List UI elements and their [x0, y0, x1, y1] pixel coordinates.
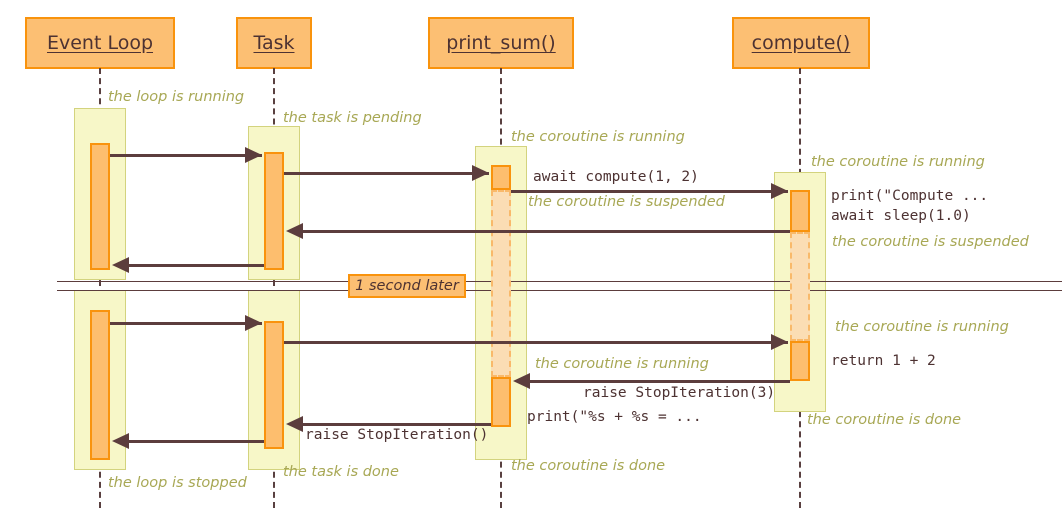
activation-event-loop-2 [90, 310, 110, 460]
message-line-m10 [118, 440, 264, 443]
arrowhead-m3 [771, 183, 788, 199]
activation-compute-1 [790, 190, 810, 232]
activation-task-2 [264, 321, 284, 449]
activation-print-sum-2 [491, 377, 511, 427]
code-label-print-compute: print("Compute ... [831, 188, 989, 204]
delay-divider-line-bottom [57, 290, 1062, 291]
message-line-m7 [284, 341, 788, 344]
message-line-m2 [284, 172, 489, 175]
state-note-compute-suspended: the coroutine is suspended [832, 234, 1029, 250]
code-label-raise-stopiteration: raise StopIteration() [305, 427, 489, 443]
arrowhead-m5 [112, 257, 129, 273]
message-line-m6 [110, 322, 262, 325]
message-line-m1 [110, 154, 262, 157]
state-note-loop-running: the loop is running [108, 89, 245, 105]
participant-label-compute: compute() [751, 32, 851, 54]
participant-label-event-loop: Event Loop [46, 32, 154, 54]
state-note-loop-stopped: the loop is stopped [108, 475, 247, 491]
arrowhead-m4 [286, 223, 303, 239]
message-line-m3 [511, 190, 788, 193]
delay-divider-box: 1 second later [348, 274, 466, 298]
arrowhead-m2 [472, 165, 489, 181]
delay-divider-line-top [57, 281, 1062, 282]
state-note-print-sum-done: the coroutine is done [511, 458, 666, 474]
activation-task-1 [264, 152, 284, 270]
activation-print-sum-1 [491, 165, 511, 190]
code-label-return-sum: return 1 + 2 [831, 353, 936, 369]
state-note-task-done: the task is done [283, 464, 399, 480]
activation-compute-suspended [790, 232, 810, 341]
activation-event-loop-1 [90, 143, 110, 270]
participant-event-loop[interactable]: Event Loop [25, 17, 175, 69]
code-label-await-compute: await compute(1, 2) [533, 169, 699, 185]
activation-compute-2 [790, 341, 810, 381]
participant-compute[interactable]: compute() [732, 17, 870, 69]
message-line-m9 [292, 423, 491, 426]
state-note-print-sum-suspended: the coroutine is suspended [528, 194, 725, 210]
arrowhead-m9 [286, 416, 303, 432]
participant-print-sum[interactable]: print_sum() [428, 17, 574, 69]
participant-label-print-sum: print_sum() [446, 32, 556, 54]
state-note-print-sum-running: the coroutine is running [511, 129, 685, 145]
arrowhead-m6 [245, 315, 262, 331]
code-label-await-sleep: await sleep(1.0) [831, 208, 971, 224]
state-note-compute-done: the coroutine is done [807, 412, 962, 428]
participant-task[interactable]: Task [236, 17, 312, 69]
arrowhead-m8 [513, 373, 530, 389]
message-line-m8 [519, 380, 790, 383]
arrowhead-m1 [245, 147, 262, 163]
code-label-print-result: print("%s + %s = ... [527, 409, 702, 425]
state-note-compute-running-2: the coroutine is running [835, 319, 1009, 335]
lifeline-task [273, 68, 275, 508]
arrowhead-m7 [771, 334, 788, 350]
arrowhead-m10 [112, 433, 129, 449]
message-line-m5 [118, 264, 264, 267]
lifeline-event-loop [99, 68, 101, 508]
state-note-print-sum-running-2: the coroutine is running [535, 356, 709, 372]
message-line-m4 [292, 230, 790, 233]
activation-print-sum-suspended [491, 190, 511, 377]
state-note-task-pending: the task is pending [283, 110, 422, 126]
state-note-compute-running: the coroutine is running [811, 154, 985, 170]
delay-divider-label: 1 second later [355, 278, 459, 294]
participant-label-task: Task [253, 32, 295, 54]
code-label-raise-stopiteration-3: raise StopIteration(3) [583, 385, 776, 401]
